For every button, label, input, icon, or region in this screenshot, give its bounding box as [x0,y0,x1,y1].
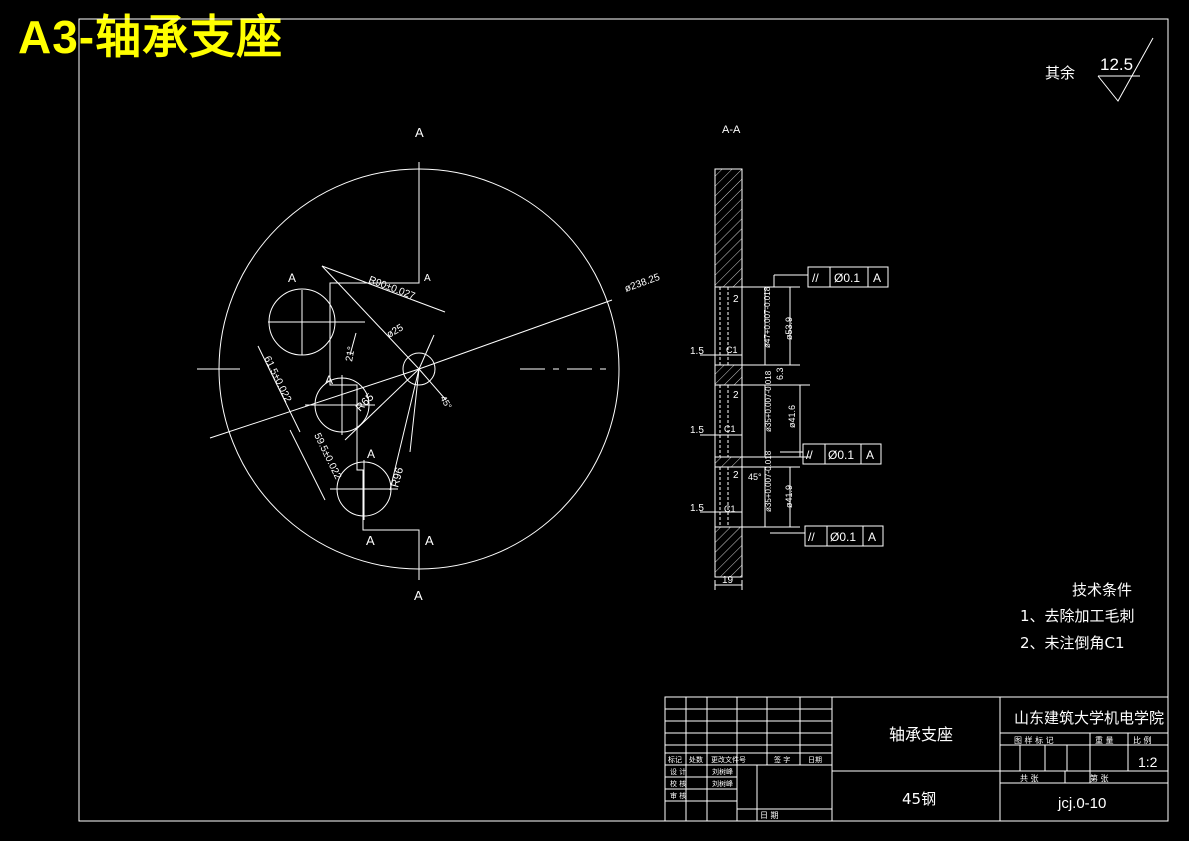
drawing-label: A [873,271,881,285]
roughness-symbol: 其余 12.5 [1045,37,1154,102]
title-hdr-scale: 比 例 [1133,735,1152,745]
dim-big-dia: ø238.25 [623,272,662,295]
drawing-label: 刘树峰 [712,767,733,776]
drawing-label: ø35+0.007-0.018 [764,370,773,432]
tolerance-frame-1: // Ø0.1 A [807,266,889,288]
dim-45: 45° [438,394,454,411]
drawing-label: 技术条件 [1072,581,1132,599]
drawing-label: ø53.9 [784,317,794,340]
marker-a-base: A [414,588,423,603]
drawing-label: // [806,448,813,462]
drawing-label: 处数 [689,755,703,764]
drawing-label: 签 字 [774,755,790,764]
drawing-label: // [808,530,815,544]
drawing-label: 45° [748,472,762,482]
drawing-label: 日 期 [760,811,779,820]
drawing-label: 12.5 [1100,55,1133,74]
marker-a-mid: A [424,273,431,284]
title-hdr-sheet: 第 张 [1090,773,1109,783]
marker-a-lower1: A [325,373,333,387]
technical-requirements: 技术条件 1、去除加工毛刺 2、未注倒角C1 [1020,581,1135,652]
title-drawing-no: jcj.0-10 [1057,795,1106,812]
drawing-label: 2 [733,294,739,305]
marker-a-bottom2: A [425,533,434,548]
marker-a-lower2: A [367,447,375,461]
title-material: 45钢 [902,790,936,808]
dim-center-dia: ø25 [385,322,406,340]
drawing-label: A [868,530,876,544]
drawing-label: Ø0.1 [834,271,860,285]
drawing-label: 标记 [668,755,682,764]
drawing-label: 1、去除加工毛刺 [1020,607,1135,625]
drawing-label: ø41.9 [784,485,794,508]
dim-61-5: 61.5±0.022 [261,354,293,404]
front-view [197,162,620,580]
drawing-label: 2、未注倒角C1 [1020,634,1125,652]
drawing-label: 刘树峰 [712,779,733,788]
title-scale: 1:2 [1138,754,1158,770]
drawing-label: 2 [733,390,739,401]
marker-a-bottom1: A [366,533,375,548]
drawing-label: 设 计 [670,767,686,776]
dim-r90: R90±0.027 [367,275,417,303]
title-hdr-weight: 重 量 [1095,735,1114,745]
drawing-label: 6.3 [775,367,785,380]
dim-59-5: 59.5±0.022 [311,431,343,481]
section-view [700,168,810,590]
dim-r96: R96 [389,466,406,489]
title-block [664,696,1169,822]
dim-angle: 21° [344,346,357,363]
drawing-label: C1 [724,424,736,434]
drawing-label: 1.5 [690,346,704,357]
drawing-label: ø47+0.007-0.018 [763,286,772,348]
drawing-label: C1 [724,504,736,514]
title-school: 山东建筑大学机电学院 [1014,709,1164,727]
drawing-label: 19 [722,575,734,586]
drawing-label: 审 核 [670,791,686,800]
title-hdr-stage: 图 样 标 记 [1014,735,1054,745]
drawing-label: C1 [726,345,738,355]
marker-a-top: A [415,125,424,140]
drawing-label: Ø0.1 [830,530,856,544]
center-hole [402,352,436,386]
sheet-border [78,18,1169,822]
drawing-label: 1.5 [690,425,704,436]
drawing-label: // [812,271,819,285]
tolerance-frame-2: // Ø0.1 A [802,443,882,465]
title-part-name: 轴承支座 [889,725,953,744]
drawing-label: 1.5 [690,503,704,514]
title-hdr-total: 共 张 [1020,774,1039,783]
drawing-label: 2 [733,470,739,481]
drawing-label: 日期 [808,756,822,764]
drawing-label: 更改文件号 [711,755,746,764]
drawing-banner-title: A3-轴承支座 [18,11,284,63]
drawing-label: Ø0.1 [828,448,854,462]
section-label: A-A [722,124,741,136]
drawing-label: 校 核 [670,779,686,788]
tolerance-frame-3: // Ø0.1 A [804,525,884,547]
drawing-label: A [866,448,874,462]
drawing-label: ø35+0.007-0.018 [764,450,773,512]
drawing-label: 其余 [1045,64,1075,82]
marker-a-left: A [288,271,296,285]
drawing-label: ø41.6 [787,405,797,428]
